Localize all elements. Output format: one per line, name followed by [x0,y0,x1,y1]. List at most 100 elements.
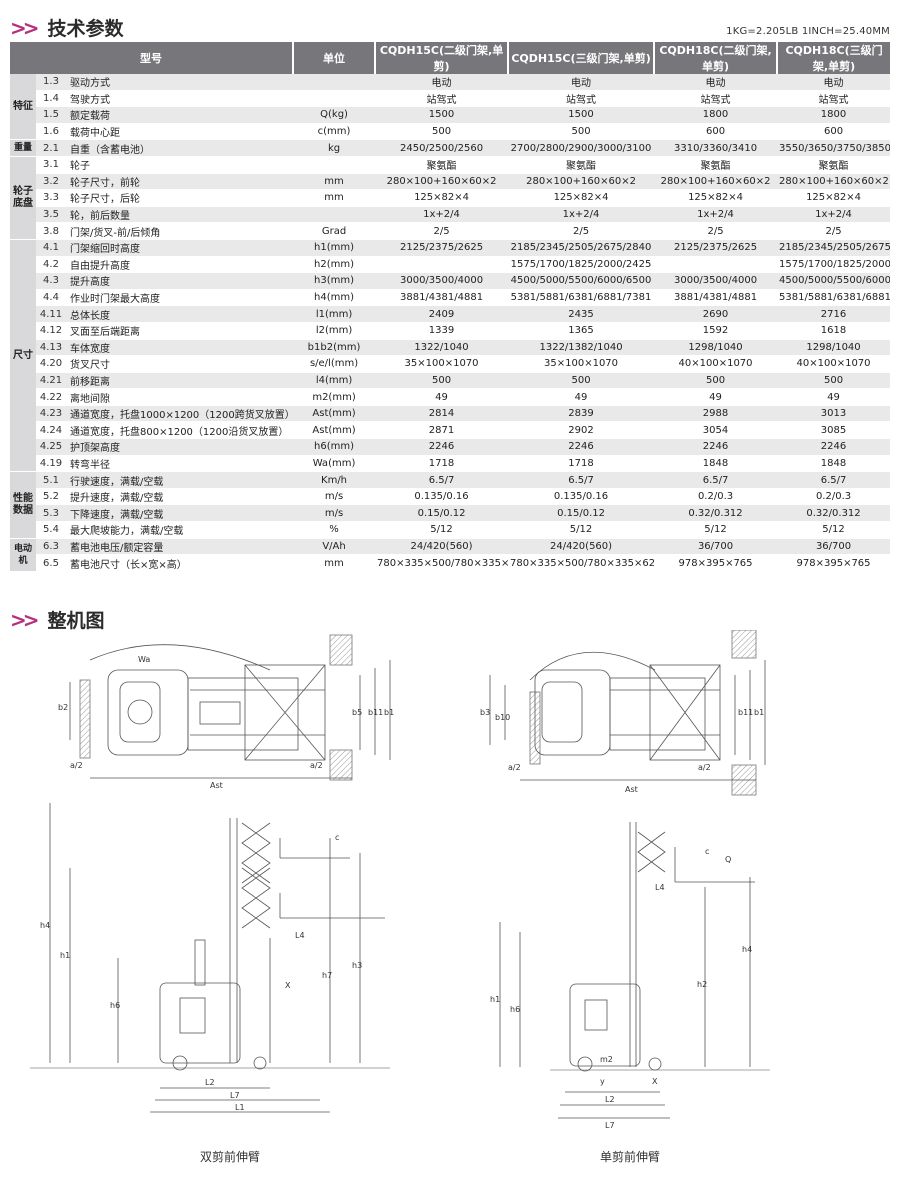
row-value-4: 3013 [777,405,891,423]
l2-label: L2 [205,1078,215,1087]
row-value-2: 2839 [508,405,655,423]
row-value-2: 5381/5881/6381/6881/7381 [508,289,655,307]
row-value-2: 1500 [508,106,655,124]
row-unit: h3(mm) [293,272,376,290]
overhead-guard-post [194,939,206,986]
b2-label: b2 [58,703,68,712]
row-value-1: 2871 [375,421,509,440]
row-item: 自由提升高度 [66,256,294,274]
row-value-4: 站驾式 [777,90,891,108]
row-value-2: 站驾式 [508,90,655,108]
row-code: 5.1 [36,471,66,489]
c-label: c [705,847,709,856]
row-item: 叉面至后端距离 [66,322,294,340]
row-value-3: 49 [654,388,778,406]
reach-frame [187,677,299,751]
row-value-2: 2700/2800/2900/3000/3100 [508,139,655,157]
row-unit: h1(mm) [293,239,376,257]
row-value-1: 0.15/0.12 [375,504,509,523]
row-item: 通道宽度，托盘800×1200（1200沿货叉放置） [66,421,294,440]
row-item: 下降速度，满载/空载 [66,504,294,523]
row-item: 门架缩回时高度 [66,239,294,257]
row-value-2: 1365 [508,322,655,340]
row-unit: m/s [293,488,376,506]
row-value-4: 1x+2/4 [777,206,891,224]
row-code: 4.23 [36,405,66,423]
row-value-1: 500 [375,123,509,141]
row-value-3: 聚氨酯 [654,156,778,174]
left-drawing-caption: 双剪前伸臂 [200,1150,261,1164]
row-value-1: 1500 [375,106,509,124]
group-label: 性能数据 [10,471,36,539]
row-item: 蓄电池电压/额定容量 [66,538,294,556]
row-value-3: 40×100×1070 [654,355,778,373]
row-value-2: 2185/2345/2505/2675/2840 [508,239,655,257]
row-value-1: 3000/3500/4000 [375,272,509,290]
row-code: 4.1 [36,239,66,257]
row-code: 4.12 [36,322,66,340]
row-item: 护顶架高度 [66,438,294,456]
row-value-3: 0.32/0.312 [654,504,778,523]
row-unit: m2(mm) [293,388,376,406]
a2-label-right: a/2 [698,763,711,772]
row-item: 提升速度，满载/空载 [66,488,294,506]
row-value-2: 聚氨酯 [508,156,655,174]
row-unit: Ast(mm) [293,421,376,440]
a2-label-left: a/2 [70,761,83,770]
row-unit: l4(mm) [293,372,376,390]
row-value-4: 1800 [777,106,891,124]
drawing-title-text: 整机图 [47,610,105,632]
row-value-1 [375,256,509,274]
row-unit: mm [293,554,376,572]
rear-wheel [172,1055,188,1071]
spec-table: 型号 单位 CQDH15C(二级门架,单剪) CQDH15C(三级门架,单剪) … [10,42,891,572]
row-item: 轮子尺寸，前轮 [66,173,294,191]
row-unit: V/Ah [293,538,376,556]
row-code: 4.4 [36,289,66,307]
turning-radius-arc [529,651,656,681]
ast-label: Ast [625,785,638,794]
row-value-2: 5/12 [508,521,655,539]
truck-body-side [159,982,241,1064]
row-unit: % [293,521,376,539]
row-value-1: 2814 [375,405,509,423]
wall-hatch [79,679,91,759]
row-value-2: 6.5/7 [508,471,655,489]
row-code: 3.2 [36,173,66,191]
units-note: 1KG=2.205LB 1INCH=25.40MM [726,26,890,37]
c-label: c [335,833,339,842]
b1-label: b1 [384,708,394,717]
row-code: 1.4 [36,90,66,108]
row-value-3: 500 [654,372,778,390]
row-unit: l2(mm) [293,322,376,340]
row-value-1: 聚氨酯 [375,156,509,174]
row-value-3: 3881/4381/4881 [654,289,778,307]
truck-body-side [569,983,641,1067]
row-value-4: 6.5/7 [777,471,891,489]
row-value-2: 125×82×4 [508,189,655,207]
row-value-4: 500 [777,372,891,390]
row-value-3: 电动 [654,74,778,91]
row-value-4: 电动 [777,74,891,91]
row-value-4: 600 [777,123,891,141]
row-value-2: 24/420(560) [508,538,655,556]
l7-label: L7 [605,1121,615,1130]
row-value-1: 1322/1040 [375,339,509,357]
row-value-1: 2450/2500/2560 [375,139,509,157]
pallet-outline [649,664,721,761]
table-header-row: 型号 单位 CQDH15C(二级门架,单剪) CQDH15C(三级门架,单剪) … [10,42,891,74]
row-value-4: 2716 [777,305,891,323]
row-value-3: 36/700 [654,538,778,556]
row-value-1: 站驾式 [375,90,509,108]
